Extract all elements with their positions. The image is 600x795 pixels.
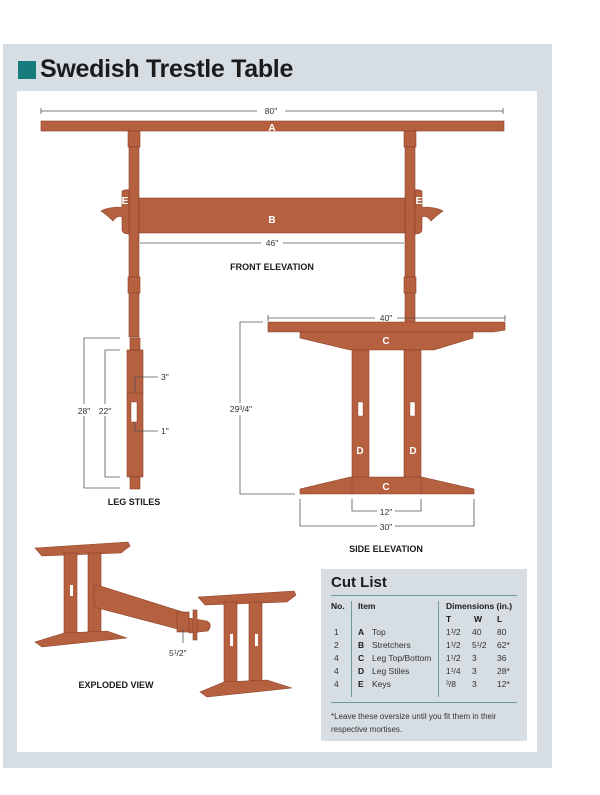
stretcher	[138, 197, 406, 234]
svg-text:C: C	[382, 336, 389, 347]
cut-list-bottom-rule	[331, 702, 517, 703]
front-elevation-caption: FRONT ELEVATION	[230, 262, 314, 272]
key-right	[414, 189, 444, 235]
key-left	[100, 189, 130, 235]
top-width-label: 40"	[380, 313, 392, 323]
header-l: L	[497, 614, 503, 624]
title-accent-square	[18, 60, 36, 79]
header-no: No.	[331, 601, 345, 611]
diagram-panel: Swedish Trestle Table 80" A	[3, 44, 552, 768]
right-leg	[404, 146, 416, 338]
exploded-view: 5¹/2" EXPLODED VIEW	[34, 541, 297, 698]
svg-text:B: B	[268, 215, 275, 226]
base-width-label: 30"	[380, 522, 392, 532]
leg-stiles-drawing: 28" 22" 3" 1" LEG STILES	[77, 337, 169, 507]
svg-text:C: C	[382, 482, 389, 493]
svg-text:D: D	[356, 446, 363, 457]
side-top-board	[267, 321, 506, 333]
header-w: W	[474, 614, 483, 624]
title-block: Swedish Trestle Table	[18, 55, 293, 84]
side-elevation-caption: SIDE ELEVATION	[349, 544, 423, 554]
drawing-area: 80" A B E E	[17, 91, 537, 752]
stile-spacing-label: 12"	[380, 507, 392, 517]
plans-drawing: 80" A B E E	[34, 105, 506, 698]
mortise-width-label: 1"	[161, 426, 169, 436]
exploded-view-caption: EXPLODED VIEW	[78, 680, 154, 690]
body-height-label: 22"	[99, 406, 111, 416]
side-elevation: 40" C D D C 29³/	[227, 312, 506, 554]
overall-length-label: 80"	[265, 106, 277, 116]
svg-text:E: E	[122, 196, 129, 207]
header-t: T	[446, 614, 452, 624]
header-item: Item	[358, 601, 376, 611]
header-dimensions: Dimensions (in.)	[446, 601, 513, 611]
overall-height-label: 28"	[78, 406, 90, 416]
leg-stiles-caption: LEG STILES	[108, 497, 161, 507]
top-rail	[299, 331, 474, 351]
exploded-stretcher	[93, 583, 190, 633]
tenon-length-label: 5¹/2"	[169, 648, 187, 658]
svg-text:D: D	[409, 446, 416, 457]
cut-list-footnote: *Leave these oversize until you fit them…	[331, 712, 497, 734]
cut-list-top-rule	[331, 595, 517, 596]
front-elevation: 80" A B E E	[40, 105, 505, 338]
height-label: 29³/4"	[230, 404, 252, 414]
svg-text:A: A	[268, 123, 275, 134]
stretcher-length-label: 46"	[266, 238, 278, 248]
mortise-offset-label: 3"	[161, 372, 169, 382]
svg-text:E: E	[416, 196, 423, 207]
left-leg	[128, 146, 140, 338]
cut-list-title: Cut List	[331, 574, 387, 591]
top-board	[40, 120, 505, 132]
cut-list-box: Cut List No. Item Dimensions (in.) T W L…	[321, 569, 527, 741]
page-title: Swedish Trestle Table	[40, 55, 294, 83]
bottom-rail	[299, 476, 475, 495]
